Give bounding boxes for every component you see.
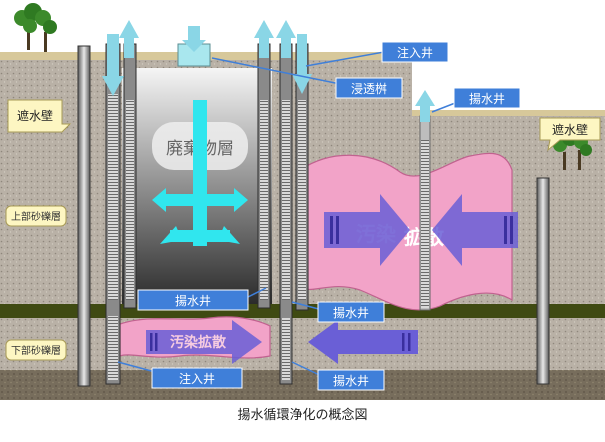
bedrock-layer [0,370,605,400]
arrow-up-icon [119,20,139,58]
arrow-down-icon [292,34,312,94]
lower-right-arrow [146,320,262,364]
callout-injection-well-top: 注入井 [381,41,449,63]
svg-text:注入井: 注入井 [397,45,433,60]
figure-caption: 揚水循環浄化の概念図 [237,408,368,423]
callout-pumping-well-center: 揚水井 [137,289,249,311]
svg-text:揚水井: 揚水井 [333,306,369,320]
lower-left-arrow [308,320,418,364]
cross-section-diagram: 廃棄物層 汚染 拡散 汚染拡散 [0,3,605,400]
lower-gravel-layer [0,318,605,370]
arrow-up-icon [276,20,296,58]
arrow-up-icon [415,90,435,122]
callout-cutoff-wall-left: 遮水壁 [7,99,72,133]
callout-pumping-well-bottom: 揚水井 [317,369,385,391]
arrow-down-icon [182,26,206,52]
cutoff-wall-left [77,45,91,387]
svg-text:揚水井: 揚水井 [469,92,505,106]
svg-text:遮水壁: 遮水壁 [17,108,53,123]
svg-text:浸透桝: 浸透桝 [351,81,387,96]
cutoff-wall-right [536,177,550,385]
label-upper-gravel-layer: 上部砂礫層 [5,205,67,227]
svg-text:揚水井: 揚水井 [333,374,369,388]
svg-text:揚水井: 揚水井 [175,294,211,308]
arrow-up-icon [254,20,274,58]
callout-infiltration-pit: 浸透桝 [335,77,403,99]
cyan-flow-arrows [152,100,248,246]
arrow-down-icon [102,34,124,96]
inward-arrows [324,194,518,266]
svg-text:下部砂礫層: 下部砂礫層 [11,344,61,357]
svg-text:注入井: 注入井 [179,371,215,386]
lower-spread-label: 汚染拡散 [170,334,227,351]
callout-injection-well-bottom: 注入井 [151,367,243,389]
callout-cutoff-wall-right: 遮水壁 [539,117,601,152]
label-lower-gravel-layer: 下部砂礫層 [5,339,67,361]
svg-text:遮水壁: 遮水壁 [552,122,588,137]
wells [105,43,431,385]
callout-pumping-well-right: 揚水井 [453,87,521,109]
svg-text:上部砂礫層: 上部砂礫層 [11,210,61,223]
tree-icon [14,3,57,52]
callout-pumping-well-mid: 揚水井 [317,301,385,323]
